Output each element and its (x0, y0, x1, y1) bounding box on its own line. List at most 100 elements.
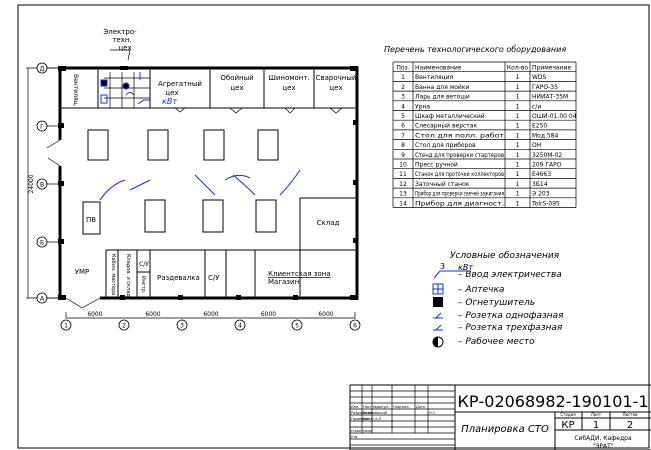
dim-label: 6000 (87, 311, 102, 318)
table-cell: 8 (401, 142, 405, 149)
dim-label: 6000 (203, 311, 218, 318)
sheet-title: Планировка СТО (461, 424, 549, 435)
tb-name: Ковалевский (363, 411, 387, 415)
axis-marker (36, 62, 48, 74)
axis-marker (36, 120, 48, 132)
axis-label: 2 (122, 323, 126, 330)
tb-header: Изм. (351, 405, 359, 409)
room-wc-1: С/У (139, 261, 149, 268)
axis-label: 3 (180, 323, 184, 330)
table-cell: 1 (516, 94, 520, 101)
table-cell: 1 (516, 191, 520, 198)
legend-power-value: 3 (440, 262, 445, 271)
tb-role: Разработал (351, 411, 372, 415)
work-posts (82, 129, 279, 235)
fire-extinguisher-icon (433, 297, 443, 307)
axis-label: 5 (295, 323, 299, 330)
table-header: Поз. (396, 65, 409, 72)
legend-item-label: – Огнетушитель (458, 298, 535, 308)
table-cell: 1 (516, 152, 520, 159)
doc-code: КР-02068982-190101-1 (457, 392, 648, 411)
table-cell: 3Б14 (532, 181, 548, 188)
room-master: Кабин. мастера (110, 254, 116, 295)
tb-role: Проверил (351, 417, 369, 421)
table-header: Наименование (415, 65, 462, 72)
svg-text:Стадия: Стадия (560, 412, 576, 417)
table-cell: Шкаф металлический (415, 113, 485, 120)
stage: КР (561, 420, 574, 431)
dim-label: 6000 (318, 311, 333, 318)
table-cell: WDS (532, 74, 547, 81)
table-cell: Заточный станок (415, 181, 470, 188)
table-cell: 1 (516, 74, 520, 81)
table-cell: 1 (516, 181, 520, 188)
table-cell: 1 (516, 113, 520, 120)
svg-text:цех: цех (165, 89, 178, 97)
table-cell: 1 (516, 171, 520, 178)
svg-text:цех: цех (230, 84, 243, 92)
sheet-number: 1 (593, 420, 599, 431)
table-cell: 7 (401, 132, 405, 139)
table-cell: Урна (415, 103, 430, 110)
table-cell: 1 (516, 123, 520, 130)
room-upholstery: Обойный (220, 74, 253, 82)
room-ventilation: Вентиляц. (72, 74, 79, 107)
table-cell: Е250 (532, 123, 547, 130)
table-cell: 1 (516, 142, 520, 149)
equipment-table: Перечень технологического оборудования П… (384, 45, 577, 208)
table-cell: 1 (516, 103, 520, 110)
table-title: Перечень технологического оборудования (384, 45, 566, 54)
svg-text:Лист: Лист (591, 412, 602, 417)
tb-header: Дата (416, 405, 425, 409)
legend-item-label: – Ввод электричества (458, 270, 562, 280)
table-cell: 1 (516, 200, 520, 207)
table-cell: 13 (399, 191, 407, 198)
room-tire: Шиномонт. (268, 74, 309, 82)
table-cell: 10 (399, 162, 407, 169)
table-cell: 3 (401, 94, 405, 101)
power-input-icon (433, 270, 470, 279)
table-cell: 9 (401, 152, 405, 159)
table-cell: Станок для проточки коллекторов (415, 171, 504, 178)
axis-label: А (40, 296, 45, 303)
legend-item-label: – Аптечка (458, 285, 504, 295)
tb-header: №докум. (373, 405, 389, 409)
table-cell: 5 (401, 113, 405, 120)
tb-header: Лист (363, 405, 372, 409)
axis-marker (36, 292, 48, 304)
table-cell: Прибор для диагност. (415, 200, 504, 207)
dim-label: 6000 (145, 311, 160, 318)
room-tools: Инстр. (140, 276, 146, 294)
room-umr: УМР (75, 268, 90, 276)
table-cell: Слесарный верстак (415, 123, 477, 130)
axis-marker (118, 319, 130, 331)
axis-label: 1 (64, 323, 68, 330)
table-cell: 3250М-02 (532, 152, 562, 159)
dim-total: 24000 (28, 174, 35, 193)
sheet-count: 2 (627, 420, 633, 431)
label-electro-2: техн. (112, 36, 131, 44)
table-header: Примечание (532, 65, 571, 72)
table-cell: 6 (401, 123, 405, 130)
axis-marker (234, 319, 246, 331)
room-welding: Сварочный (316, 74, 357, 82)
table-header: Кол-во (507, 65, 528, 72)
table-cell: 1 (516, 162, 520, 169)
socket-single-phase-icon (433, 312, 443, 319)
table-cell: TolrS-095 (531, 200, 560, 207)
legend-item-label: – Розетка однофазная (458, 311, 564, 321)
axis-label: В (40, 182, 44, 189)
socket-three-phase-icon (433, 324, 443, 331)
axis-marker (60, 319, 72, 331)
table-cell: 2 (401, 84, 405, 91)
tb-role: Утв. (351, 435, 358, 439)
table-cell: 209 ГАРО (532, 162, 562, 169)
room-lockers: Раздевалка (157, 274, 200, 282)
table-cell: Мод.584 (532, 132, 559, 139)
axis-marker (36, 178, 48, 190)
room-wc-2: С/У (208, 274, 220, 282)
table-cell: ОН (532, 142, 541, 149)
table-cell: Пресс ручной (415, 162, 458, 169)
table-cell: 12 (399, 181, 407, 188)
